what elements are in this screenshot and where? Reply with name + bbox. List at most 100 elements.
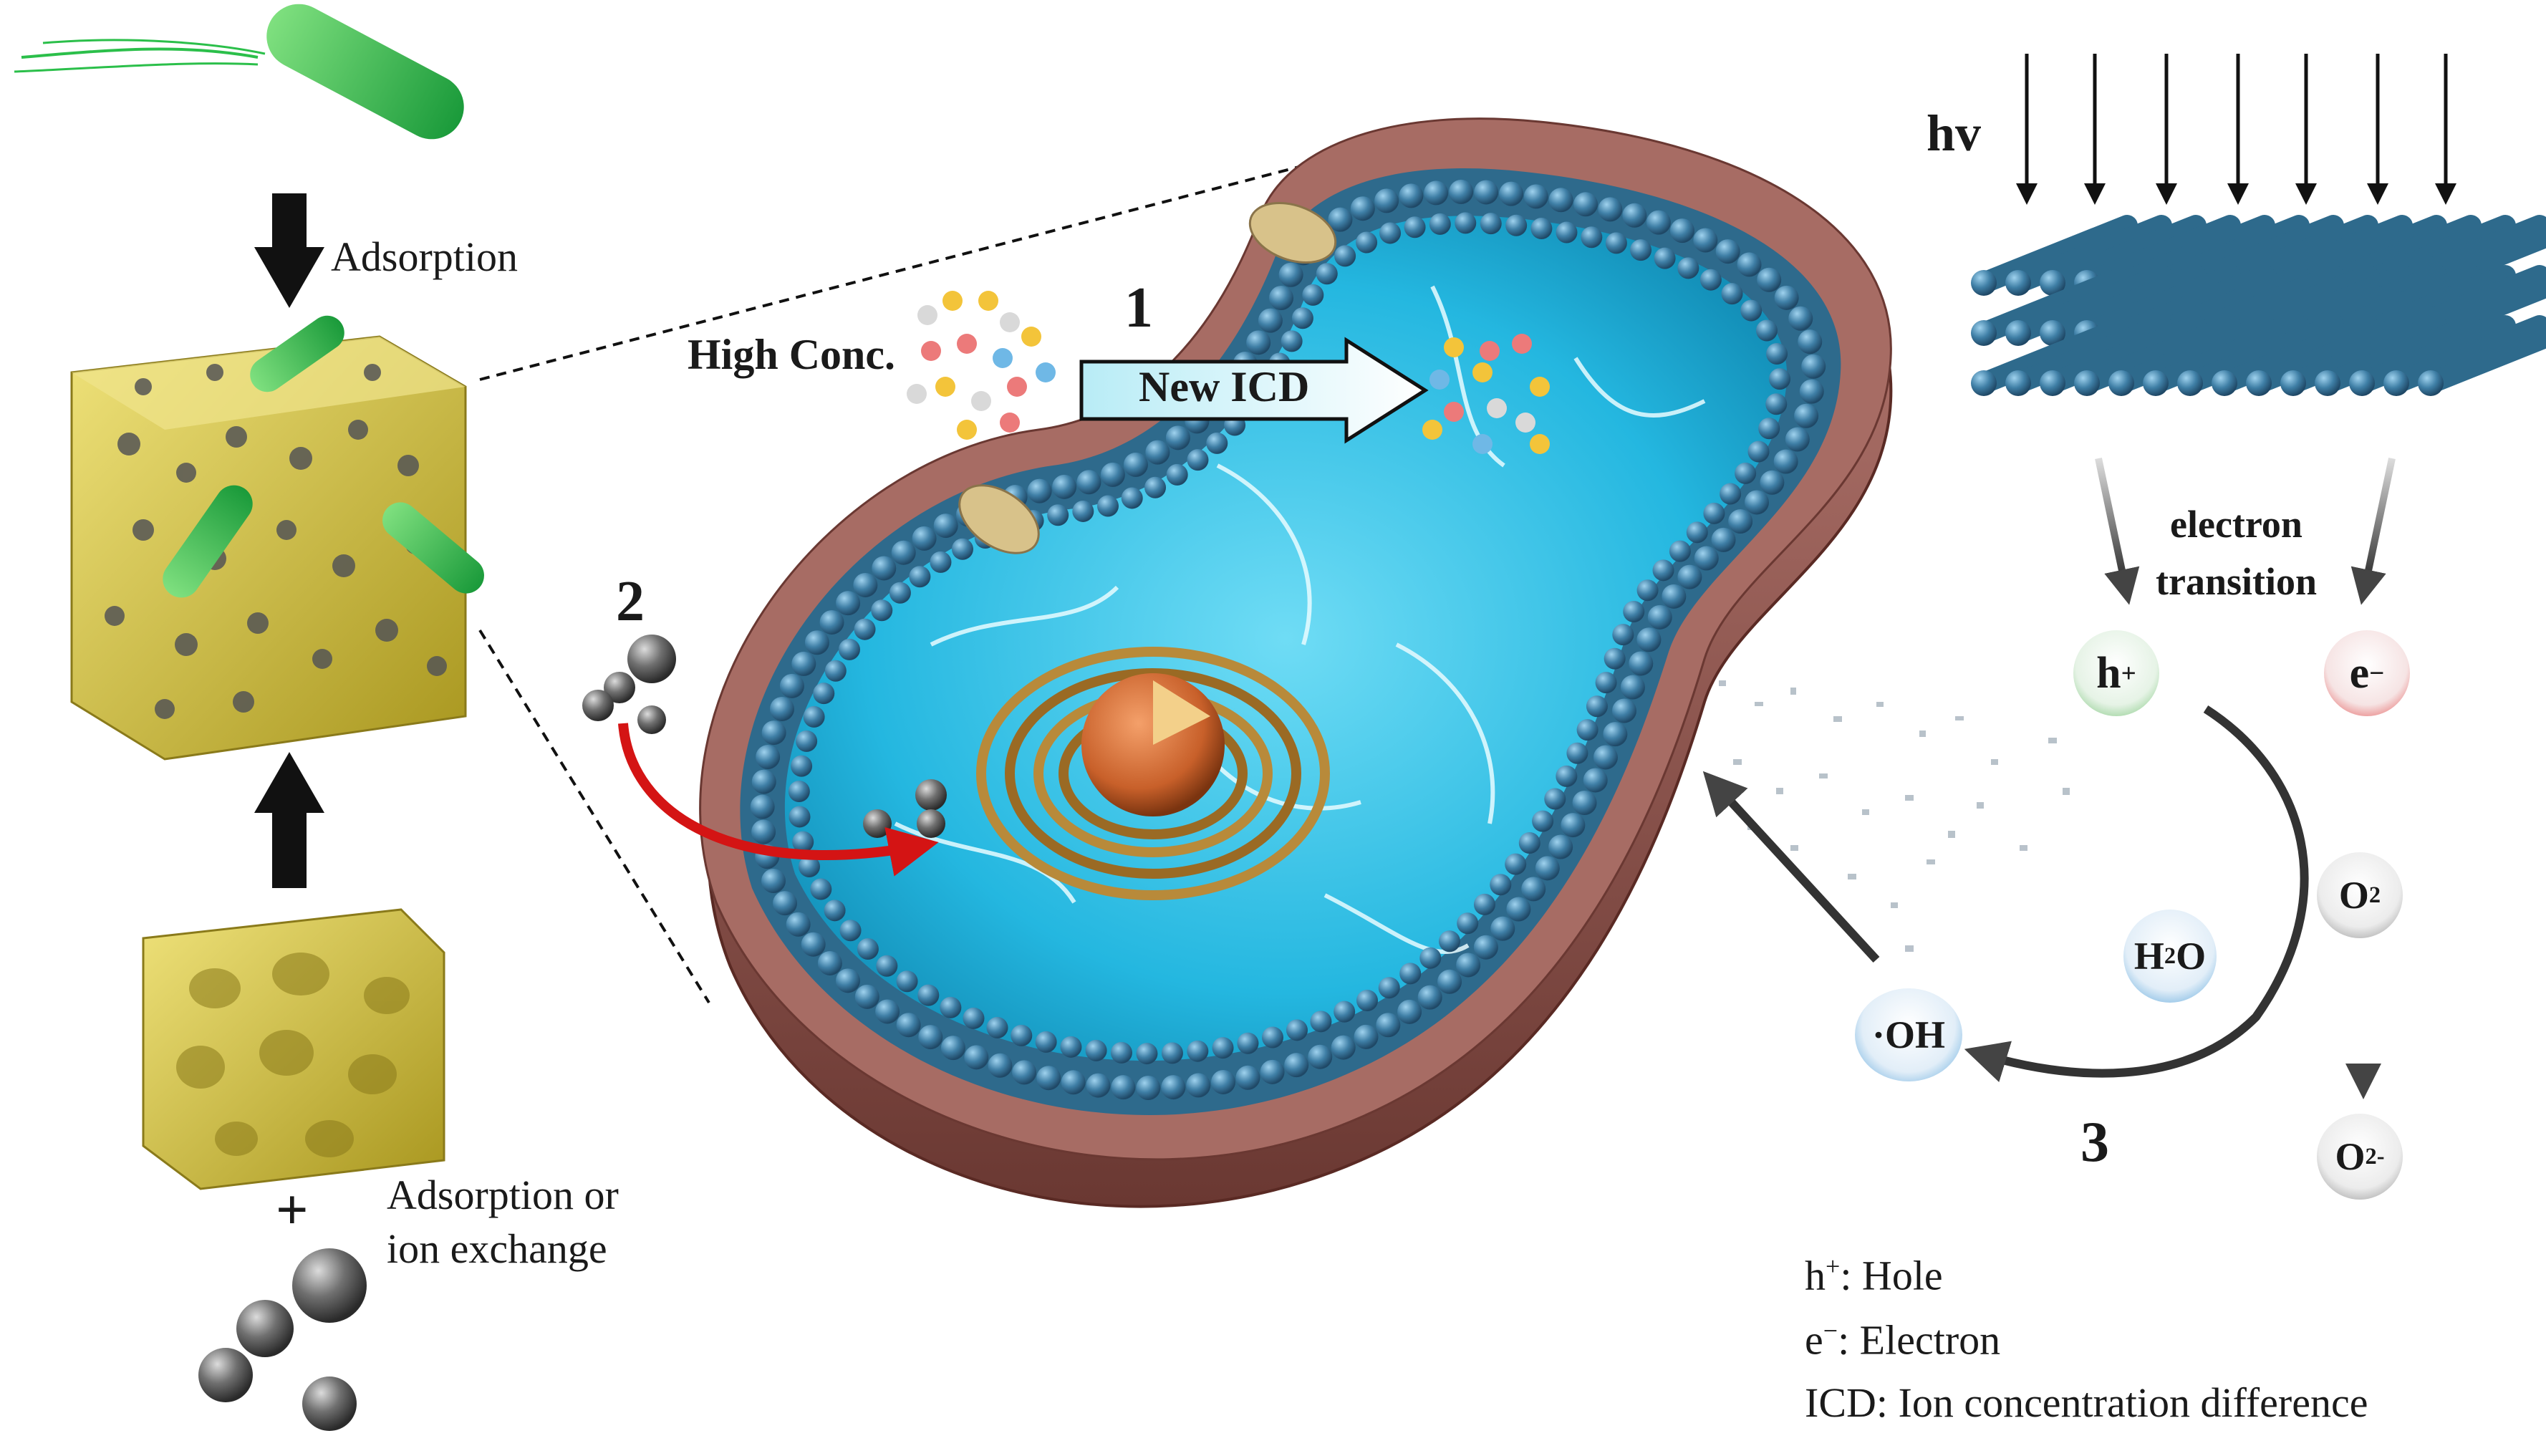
membrane-bead: [1449, 179, 1474, 204]
step-1-label: 1: [1124, 276, 1153, 339]
membrane-bead: [769, 696, 794, 721]
legend-icd: ICD: Ion concentration difference: [1805, 1379, 2368, 1426]
membrane-bead: [1456, 953, 1481, 978]
lattice-rod: [2111, 315, 2275, 394]
step2-ions: [582, 635, 676, 734]
membrane-bead: [1473, 893, 1495, 915]
light-arrows: [2016, 54, 2456, 205]
membrane-bead: [1728, 509, 1753, 534]
membrane-bead: [1677, 257, 1699, 279]
membrane-bead: [1302, 284, 1324, 306]
lattice-rod-end: [2040, 320, 2065, 346]
membrane-bead: [1573, 192, 1599, 217]
membrane-bead: [1246, 330, 1271, 355]
lattice-rod-end: [1971, 270, 1997, 296]
membrane-bead: [1085, 1039, 1107, 1061]
adsorption-or-label-line2: ion exchange: [387, 1225, 607, 1272]
membrane-bead: [751, 819, 776, 844]
membrane-bead: [796, 730, 818, 752]
membrane-bead: [1027, 478, 1052, 503]
membrane-bead: [791, 651, 816, 676]
membrane-bead: [1737, 252, 1762, 277]
membrane-bead: [824, 660, 847, 682]
membrane-bead: [1404, 216, 1426, 238]
membrane-bead: [1144, 476, 1167, 498]
membrane-bead: [1334, 1001, 1356, 1023]
membrane-bead: [1669, 540, 1691, 562]
membrane-bead: [1261, 1026, 1283, 1048]
membrane-bead: [1417, 985, 1442, 1010]
membrane-bead: [1506, 897, 1531, 922]
membrane-bead: [750, 794, 775, 819]
membrane-bead: [854, 984, 879, 1009]
membrane-bead: [1646, 210, 1671, 235]
membrane-bead: [1286, 1019, 1308, 1041]
membrane-bead: [1521, 877, 1546, 902]
lattice-rod-end: [2040, 370, 2065, 396]
lattice-rod: [1973, 215, 2138, 294]
membrane-bead: [1561, 813, 1586, 838]
membrane-bead: [896, 1013, 921, 1038]
membrane-bead: [1556, 221, 1578, 244]
lattice-rod: [2042, 315, 2207, 394]
membrane-bead: [1490, 874, 1512, 896]
membrane-bead: [1334, 245, 1356, 267]
step-3-label: 3: [2080, 1111, 2109, 1174]
electron-transition-line2: transition: [2156, 560, 2318, 603]
membrane-bead: [1623, 600, 1645, 622]
membrane-bead: [1535, 856, 1560, 881]
membrane-bead: [1620, 675, 1645, 700]
membrane-bead: [1076, 470, 1101, 495]
adsorption-or-label-line1: Adsorption or: [387, 1172, 619, 1218]
bacterial-cell: [699, 117, 1893, 1208]
membrane-bead: [1647, 604, 1672, 630]
membrane-bead: [791, 755, 813, 777]
membrane-bead: [1145, 440, 1170, 465]
membrane-bead: [854, 618, 876, 640]
membrane-bead: [853, 572, 878, 597]
lattice-rod: [2007, 265, 2172, 344]
membrane-bead: [1686, 521, 1708, 544]
new-icd-label: New ICD: [1139, 363, 1310, 410]
membrane-bead: [1760, 470, 1785, 495]
membrane-bead: [788, 780, 810, 802]
membrane-bead: [940, 1036, 965, 1061]
lattice-rod-end: [2212, 370, 2237, 396]
membrane-bead: [933, 514, 958, 539]
membrane-bead: [789, 806, 811, 828]
membrane-bead: [1595, 672, 1617, 694]
membrane-bead: [1629, 651, 1654, 676]
membrane-bead: [1630, 239, 1652, 261]
membrane-bead: [801, 932, 826, 957]
lattice-rod: [2007, 215, 2172, 294]
step-2-label: 2: [616, 570, 645, 633]
upward-arrow: [254, 752, 324, 888]
new-icd-arrow: [1079, 337, 1429, 444]
membrane-bead: [1281, 330, 1303, 352]
lattice-rod: [2248, 315, 2413, 394]
membrane-bead: [1379, 222, 1402, 244]
membrane-bead: [804, 630, 829, 655]
hydroxyl-species: ·OH: [1855, 988, 1962, 1081]
membrane-bead: [1499, 181, 1524, 206]
metal-ions: [198, 1248, 367, 1431]
step2-red-arrow: [618, 723, 939, 877]
membrane-bead: [1111, 1075, 1136, 1100]
semiconductor-lattice: [1971, 215, 2546, 396]
membrane-bead: [779, 673, 804, 698]
membrane-bead: [1097, 495, 1119, 517]
membrane-bead: [1376, 1013, 1401, 1038]
lattice-rod: [2386, 315, 2546, 394]
membrane-bead: [940, 996, 962, 1018]
lattice-rod: [2179, 315, 2344, 394]
lattice-rod-end: [1971, 370, 1997, 396]
membrane-bead: [1419, 947, 1442, 969]
membrane-bead: [1598, 197, 1623, 222]
membrane-bead: [1694, 546, 1719, 571]
membrane-bead: [1086, 1073, 1111, 1098]
membrane-bead: [1548, 188, 1573, 213]
membrane-bead: [1715, 239, 1740, 264]
